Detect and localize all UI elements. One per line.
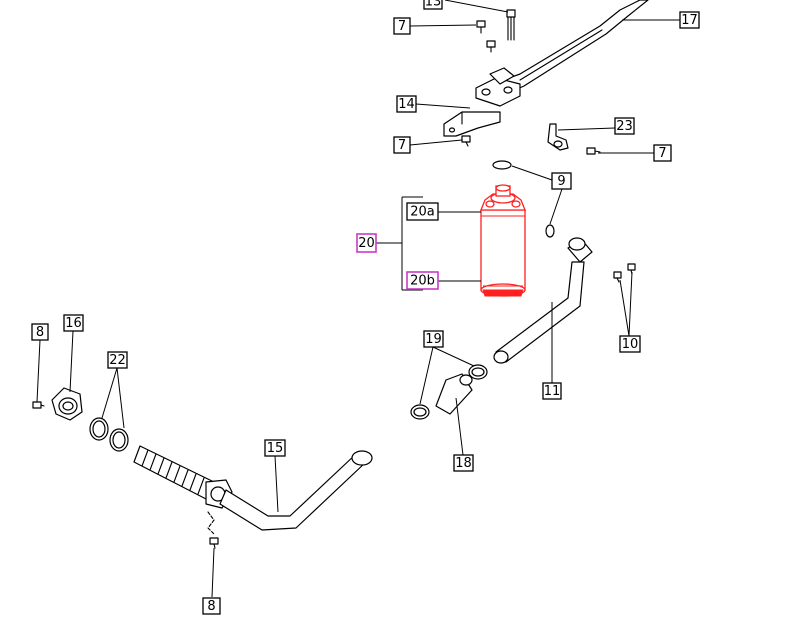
- bolt-part-7-top: [476, 20, 486, 34]
- callout-7-top-text: 7: [398, 19, 406, 34]
- seal-ring-part-22: [89, 417, 129, 452]
- callout-13: 13: [423, 0, 443, 10]
- callout-20-text: 20: [358, 236, 375, 251]
- bolt-part-10-a: [613, 271, 622, 283]
- callout-20b-text: 20b: [410, 274, 435, 289]
- clamp-part-19: [410, 364, 488, 420]
- callout-9-text: 9: [557, 174, 565, 189]
- callout-20b: 20b: [406, 271, 439, 290]
- callout-11: 11: [542, 382, 562, 400]
- callout-7-right: 7: [653, 144, 672, 162]
- bolt-part-7-mid: [461, 135, 471, 147]
- callout-18-text: 18: [455, 456, 472, 471]
- callout-20: 20: [356, 233, 377, 253]
- callout-17: 17: [679, 11, 700, 29]
- filter-part-20: [480, 184, 526, 297]
- callout-14: 14: [396, 95, 417, 113]
- callout-19: 19: [423, 330, 444, 348]
- clip-part-23: [547, 123, 569, 151]
- callout-8-left: 8: [31, 323, 49, 341]
- callout-13-text: 13: [425, 0, 442, 10]
- flange-part-16: [51, 387, 83, 421]
- hose-part-18: [435, 373, 473, 415]
- callout-16-text: 16: [65, 316, 82, 331]
- callout-15-text: 15: [267, 441, 284, 456]
- callout-8-bottom-text: 8: [207, 599, 215, 614]
- pipe-part-17: [497, 0, 649, 95]
- leader-lines: [36, 0, 680, 598]
- callout-8-left-text: 8: [36, 325, 44, 340]
- hose-part-15: [133, 445, 373, 535]
- callout-19-text: 19: [425, 332, 442, 347]
- pipe-part-11: [493, 237, 593, 364]
- callout-22-text: 22: [109, 353, 126, 368]
- callout-22: 22: [107, 351, 128, 369]
- bolt-part-8-left: [32, 401, 45, 409]
- callout-10-text: 10: [622, 337, 639, 352]
- bolt-part-13: [506, 9, 516, 41]
- callout-11-text: 11: [544, 384, 561, 399]
- callout-17-text: 17: [681, 13, 698, 28]
- callout-7-mid: 7: [393, 136, 411, 154]
- o-ring-part-9: [492, 160, 555, 238]
- callout-20a-text: 20a: [410, 205, 435, 220]
- callout-10: 10: [619, 335, 641, 353]
- callout-7-top: 7: [393, 17, 411, 35]
- callout-8-bottom: 8: [202, 597, 221, 615]
- callout-9: 9: [551, 172, 572, 190]
- callout-16: 16: [63, 314, 84, 332]
- bolt-part-7-right: [586, 147, 601, 155]
- callout-7-mid-text: 7: [398, 138, 406, 153]
- callout-23: 23: [614, 117, 635, 135]
- callout-7-right-text: 7: [658, 146, 666, 161]
- bracket-part-14: [443, 111, 501, 137]
- callout-15: 15: [264, 439, 286, 457]
- bolt-part-7-top-b: [486, 40, 496, 53]
- callout-20a: 20a: [406, 202, 439, 221]
- callout-23-text: 23: [616, 119, 633, 134]
- bolt-part-8-bottom: [209, 537, 219, 549]
- callout-18: 18: [453, 454, 474, 472]
- callout-14-text: 14: [398, 97, 415, 112]
- pipe-clamp-block: [475, 67, 521, 107]
